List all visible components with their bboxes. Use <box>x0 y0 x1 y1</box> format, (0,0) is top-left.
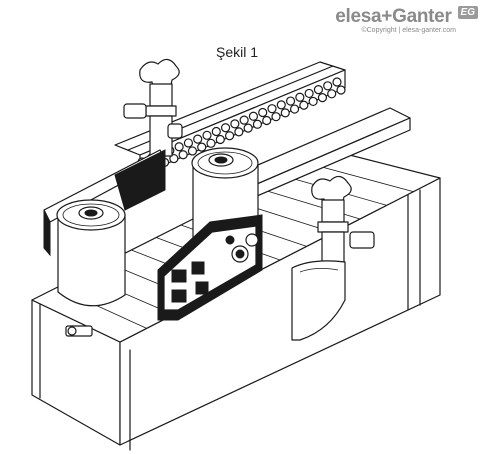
front-bolt <box>65 325 93 337</box>
chain-link <box>313 85 324 95</box>
copyright-notice: ©Copyright | elesa-ganter.com <box>361 27 456 34</box>
chain-link <box>267 104 277 114</box>
chain-link <box>220 123 231 133</box>
chain-link <box>280 108 290 118</box>
chain-link <box>178 150 188 160</box>
chain-link <box>285 96 296 106</box>
chain-link <box>187 146 198 156</box>
chain-link <box>224 131 235 141</box>
chain-link <box>174 142 184 152</box>
back-knob-clamp <box>123 58 183 157</box>
chain-link <box>206 138 216 148</box>
chain-link <box>327 89 337 99</box>
chain-link <box>183 138 194 148</box>
chain-link <box>295 92 305 102</box>
chain-link <box>239 115 249 125</box>
chain-link <box>234 127 244 137</box>
chain-link <box>332 77 342 87</box>
chain-link <box>252 119 263 129</box>
chain-link <box>215 134 225 145</box>
chain-link <box>336 85 346 95</box>
chain-link <box>193 134 203 144</box>
brand-header: elesa+Ganter EG ©Copyright | elesa-gante… <box>335 6 478 34</box>
chain-link <box>262 115 272 126</box>
brand-logo-text: elesa+Ganter <box>335 6 452 27</box>
chain-link <box>289 104 300 114</box>
chain-link <box>202 130 212 140</box>
chain-link <box>248 111 259 121</box>
brand-badge: EG <box>457 6 478 19</box>
chain-link <box>323 81 333 91</box>
chain-link <box>243 123 253 133</box>
chain-link <box>211 126 221 137</box>
left-can <box>56 199 126 307</box>
chain-link <box>304 88 314 99</box>
chain-link <box>271 112 281 122</box>
chain-link <box>308 96 318 107</box>
sensor-bracket <box>157 214 263 321</box>
chain-link <box>276 100 286 110</box>
chain-link <box>258 107 268 118</box>
chain-link <box>317 93 328 103</box>
right-knob-clamp <box>291 175 375 341</box>
chain-link <box>197 142 207 152</box>
chain-link <box>230 119 240 129</box>
figure-caption: Şekil 1 <box>216 44 259 60</box>
chain-link <box>299 100 309 110</box>
